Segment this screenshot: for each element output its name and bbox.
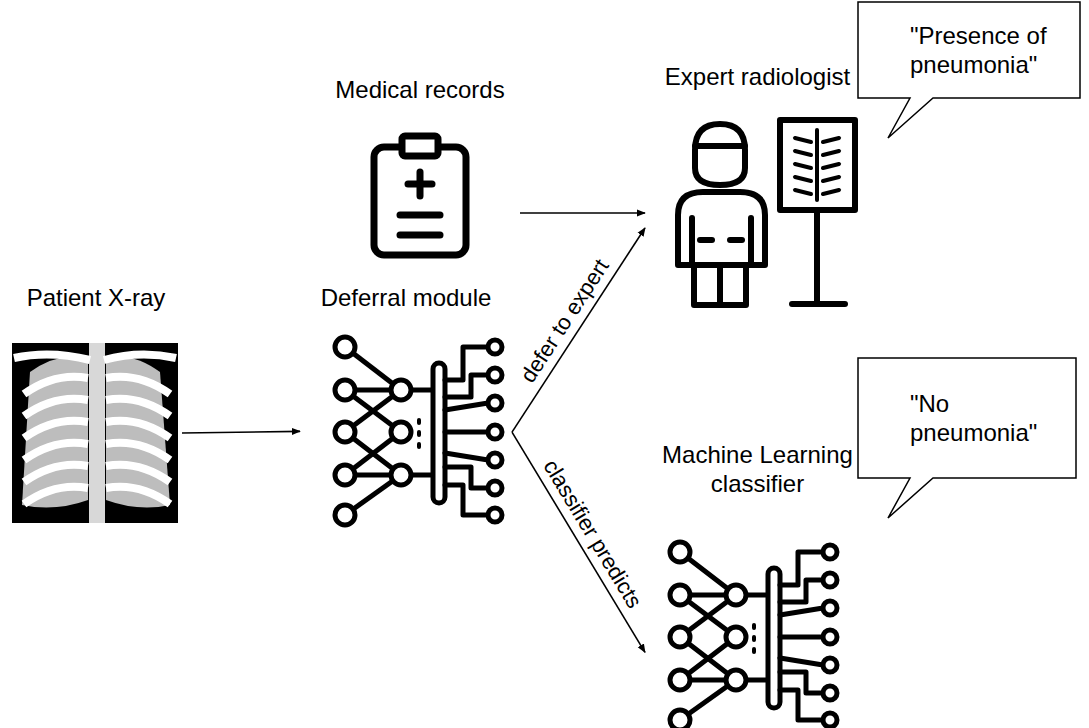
deferral-network-icon — [335, 337, 502, 525]
deferral-module: Deferral module — [300, 283, 512, 525]
xray-input: Patient X-ray — [10, 283, 182, 525]
speech-text: "No pneumonia" — [858, 381, 1076, 455]
xray-board-ribs — [795, 130, 839, 200]
xray-image — [12, 343, 178, 523]
node-heading: Machine Learning classifier — [645, 440, 870, 498]
clipboard-icon — [374, 136, 466, 255]
node-heading: Patient X-ray — [10, 283, 182, 312]
node-heading: Expert radiologist — [645, 62, 870, 91]
speech-bubble-outline — [858, 2, 1080, 98]
speech-bubble-outline — [858, 358, 1076, 478]
speech-text: "Presence of pneumonia" — [858, 13, 1080, 87]
arrow-connector — [182, 431, 300, 433]
arrow-connector — [520, 212, 645, 214]
classifier-network-icon — [670, 542, 837, 728]
radiologist-icon — [678, 120, 855, 305]
records-input: Medical records — [320, 75, 520, 260]
arrow-connector — [512, 432, 645, 652]
speech-bubble: "Presence of pneumonia" — [858, 2, 1080, 98]
node-heading: Medical records — [320, 75, 520, 104]
expert-node: Expert radiologist — [645, 62, 870, 312]
node-heading: Deferral module — [300, 283, 512, 312]
speech-bubble: "No pneumonia" — [858, 358, 1076, 478]
arrow-connector — [512, 228, 645, 432]
edge-label: classifier predicts — [537, 455, 646, 613]
edge-label: defer to expert — [515, 255, 614, 388]
classifier-node: Machine Learning classifier — [645, 440, 870, 725]
